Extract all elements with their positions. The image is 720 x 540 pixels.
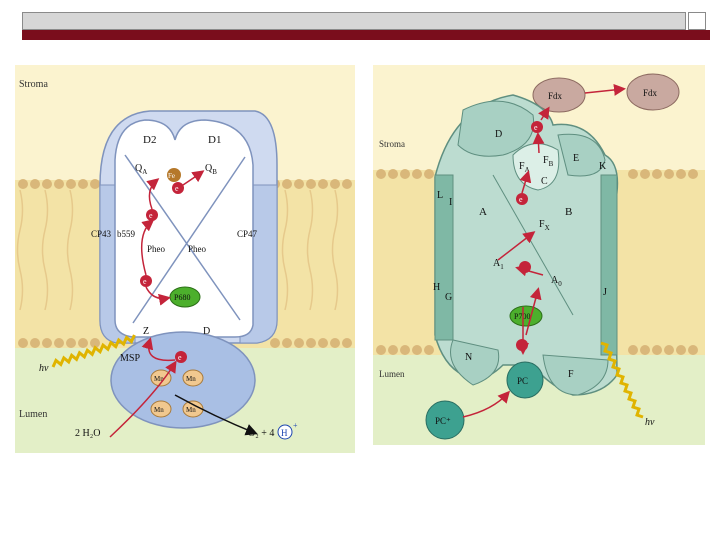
fe-center — [167, 168, 181, 182]
fdx-label-1: Fdx — [548, 91, 563, 101]
a-label: A — [479, 206, 487, 218]
slide-title-bar-end — [688, 12, 706, 30]
stroma-label: Stroma — [379, 139, 405, 149]
qa-label: QA — [135, 163, 147, 176]
slide-accent-bar — [22, 30, 710, 40]
proton-circle — [277, 424, 293, 440]
mn-label-2: Mn — [186, 375, 196, 383]
p700-center — [509, 305, 543, 327]
light-photon-wave — [600, 341, 644, 419]
hv-label: hν — [39, 363, 49, 374]
pheo-right-label: Pheo — [188, 244, 207, 254]
electron-label-4: e — [178, 353, 182, 362]
electron-label-1: e — [534, 123, 538, 132]
p700-label: P700 — [514, 312, 530, 321]
electron-label-1: e — [175, 184, 179, 193]
lumen-label: Lumen — [19, 409, 47, 420]
pc-label: PC — [517, 376, 528, 386]
electron-label-2: e — [519, 195, 523, 204]
g-label: G — [445, 292, 452, 303]
cp47-label: CP47 — [237, 229, 258, 239]
d1-label: D1 — [208, 134, 221, 146]
psi-complex — [434, 94, 619, 396]
electron-label-3: e — [143, 277, 147, 286]
oxygen-arrow — [174, 394, 258, 436]
fe-label: Fe — [168, 172, 175, 180]
b-label: B — [565, 206, 572, 218]
l-label: L — [437, 190, 443, 201]
p680-label: P680 — [174, 293, 190, 302]
electron-label-2: e — [149, 211, 153, 220]
e-label: E — [573, 153, 579, 164]
pheo-left-label: Pheo — [147, 244, 166, 254]
i-label: I — [449, 197, 452, 208]
a1-label: A1 — [493, 258, 504, 271]
d2-label: D2 — [143, 134, 156, 146]
fdx-bound — [532, 77, 586, 113]
plastocyanin-oxidized — [425, 400, 465, 440]
msp-label: MSP — [120, 353, 140, 364]
proton-label: H — [281, 428, 288, 438]
fa-label: FA — [519, 161, 530, 174]
electron-carriers — [140, 182, 187, 363]
fb-label: FB — [543, 155, 554, 168]
proton-sup-label: + — [293, 421, 298, 430]
pcplus-label: PC⁺ — [435, 416, 451, 426]
photosystem-ii-diagram: Stroma Lumen D2 D1 QA QB Fe CP43 b559 CP… — [15, 65, 355, 453]
light-photon-wave — [51, 334, 136, 368]
plastocyanin — [506, 361, 544, 399]
slide-title-bar — [22, 12, 686, 30]
n-label: N — [465, 352, 472, 363]
photosystem-i-diagram: Stroma Lumen Fdx Fdx D E K C FA FB FX L … — [373, 65, 705, 445]
fdx-free — [626, 73, 680, 111]
k-label: K — [599, 161, 607, 172]
fx-label: FX — [539, 219, 550, 232]
oxygen-label: O₂ + 4 — [248, 428, 274, 439]
cp43-label: CP43 — [91, 229, 112, 239]
a0-label: A0 — [551, 275, 562, 288]
b559-label: b559 — [117, 229, 136, 239]
z-label: Z — [143, 326, 149, 337]
hv-label: hν — [645, 417, 655, 428]
h-label: H — [433, 282, 440, 293]
fdx-label-2: Fdx — [643, 88, 658, 98]
lumen-label: Lumen — [379, 369, 405, 379]
f-label: F — [568, 369, 574, 380]
mn-label-4: Mn — [186, 406, 196, 414]
mn-cluster — [150, 369, 204, 418]
c-label: C — [541, 176, 548, 187]
mn-label-1: Mn — [154, 375, 164, 383]
d-label: D — [203, 326, 210, 337]
stroma-label: Stroma — [19, 79, 48, 90]
water-label: 2 H₂O — [75, 428, 100, 439]
j-label: J — [603, 287, 607, 298]
mn-label-3: Mn — [154, 406, 164, 414]
d-label: D — [495, 129, 502, 140]
qb-label: QB — [205, 163, 217, 176]
